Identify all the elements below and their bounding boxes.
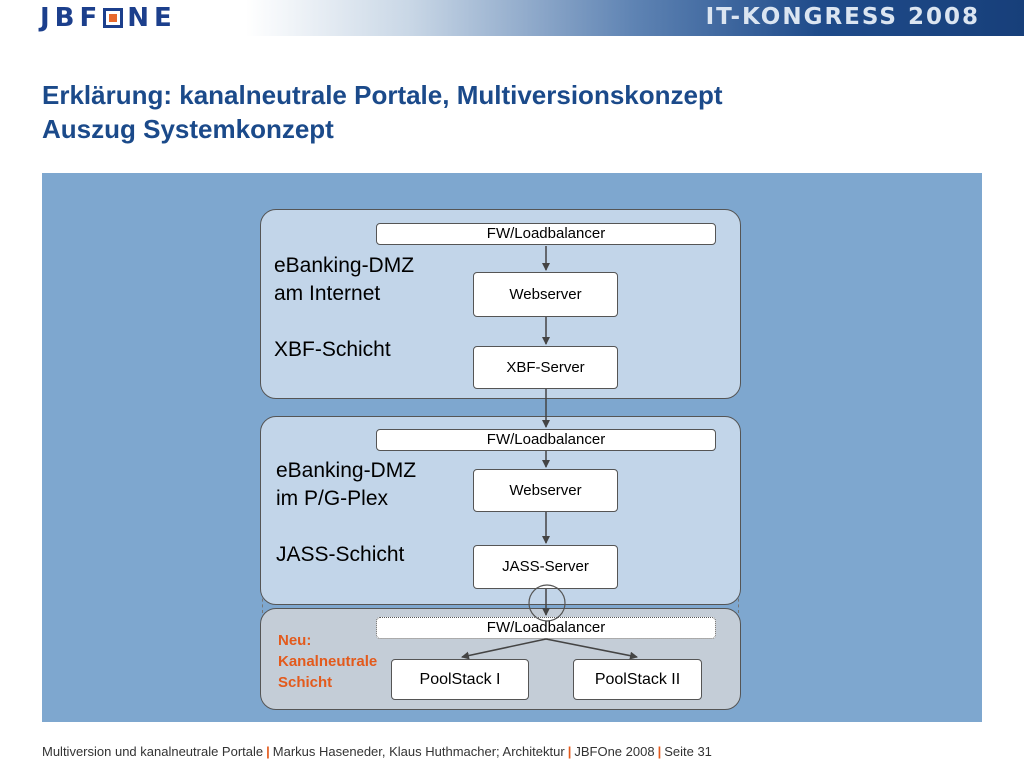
footer-event: JBFOne 2008 — [574, 744, 655, 759]
footer-separator: | — [567, 744, 572, 759]
zone1-label-line2: am Internet — [274, 282, 381, 305]
footer-separator: | — [266, 744, 270, 759]
zone3-label-line3: Schicht — [278, 674, 333, 691]
diagram-panel: eBanking-DMZ am Internet XBF-Schicht eBa… — [42, 173, 982, 722]
logo-o-mark — [103, 8, 124, 28]
zone-connector — [262, 593, 739, 613]
zone2-loadbalancer: FW/Loadbalancer — [376, 429, 716, 451]
page-title: Erklärung: kanalneutrale Portale, Multiv… — [42, 78, 723, 146]
zone1-label: eBanking-DMZ am Internet XBF-Schicht — [274, 252, 414, 364]
zone3-label-line1: Neu: — [278, 632, 312, 649]
footer: Multiversion und kanalneutrale Portale|M… — [42, 744, 712, 759]
zone3-label: Neu: Kanalneutrale Schicht — [278, 630, 377, 693]
zone1-label-line3: XBF-Schicht — [274, 338, 391, 361]
footer-topic: Multiversion und kanalneutrale Portale — [42, 744, 264, 759]
event-title: IT-KONGRESS 2008 — [705, 4, 980, 30]
zone3-loadbalancer: FW/Loadbalancer — [376, 617, 716, 639]
zone1-webserver: Webserver — [473, 272, 618, 317]
poolstack-2: PoolStack II — [573, 659, 702, 700]
zone1-label-line1: eBanking-DMZ — [274, 254, 415, 277]
zone2-label: eBanking-DMZ im P/G-Plex JASS-Schicht — [276, 457, 416, 569]
poolstack-1: PoolStack I — [391, 659, 529, 700]
title-line-1: Erklärung: kanalneutrale Portale, Multiv… — [42, 80, 723, 110]
zone1-loadbalancer: FW/Loadbalancer — [376, 223, 716, 245]
footer-authors: Markus Haseneder, Klaus Huthmacher; Arch… — [272, 744, 565, 759]
zone2-webserver: Webserver — [473, 469, 618, 512]
arrow-lb3-to-poolstack1 — [461, 638, 547, 660]
zone1-xbf-server: XBF-Server — [473, 346, 618, 389]
zone2-label-line1: eBanking-DMZ — [276, 459, 417, 482]
diagram-connectors — [461, 246, 638, 660]
zone2-label-line2: im P/G-Plex — [276, 487, 389, 510]
footer-page: Seite 31 — [664, 744, 712, 759]
arrow-lb3-to-poolstack2 — [545, 638, 638, 660]
zone2-jass-server: JASS-Server — [473, 545, 618, 589]
footer-separator: | — [657, 744, 662, 759]
title-line-2: Auszug Systemkonzept — [42, 114, 334, 144]
zone2-label-line3: JASS-Schicht — [276, 543, 405, 566]
highlight-circle — [528, 584, 566, 622]
zone3-label-line2: Kanalneutrale — [278, 653, 378, 670]
